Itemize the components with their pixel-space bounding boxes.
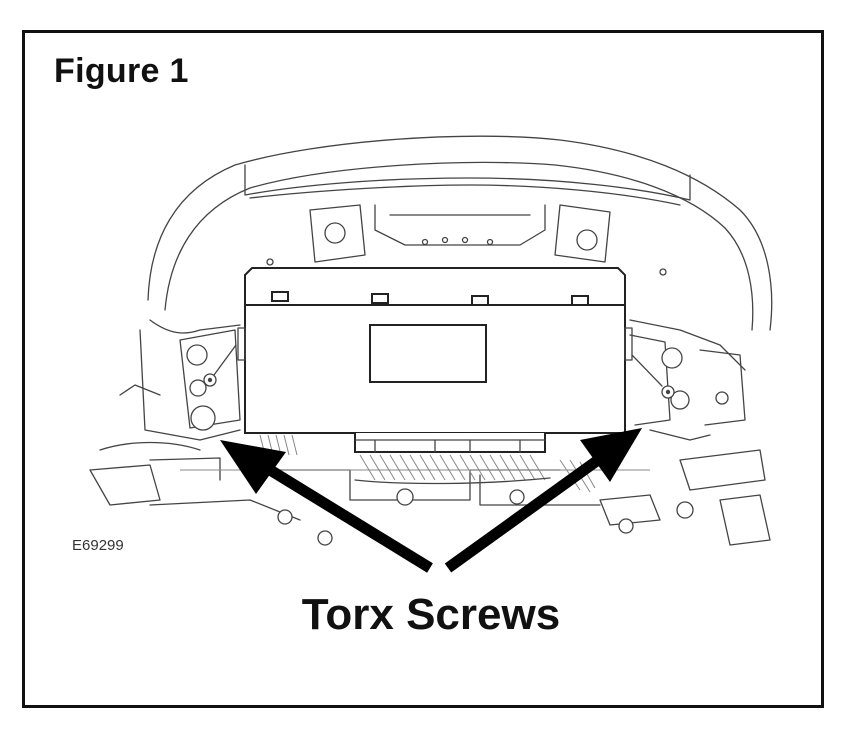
electronic-module [237,267,633,453]
figure-title: Figure 1 [54,52,189,90]
left-arrow-head [220,440,286,494]
left-callout-arrow [259,460,433,573]
callout-label: Torx Screws [301,590,561,639]
left-torx-screw-icon [189,344,237,397]
right-torx-screw-icon [631,354,690,410]
module-label-plate [369,324,487,383]
right-callout-arrow [444,450,609,573]
diagram-reference-code: E69299 [72,537,124,554]
vehicle-structure-lineart [89,135,773,546]
callout-arrows [220,428,642,573]
right-arrow-head [580,428,642,482]
